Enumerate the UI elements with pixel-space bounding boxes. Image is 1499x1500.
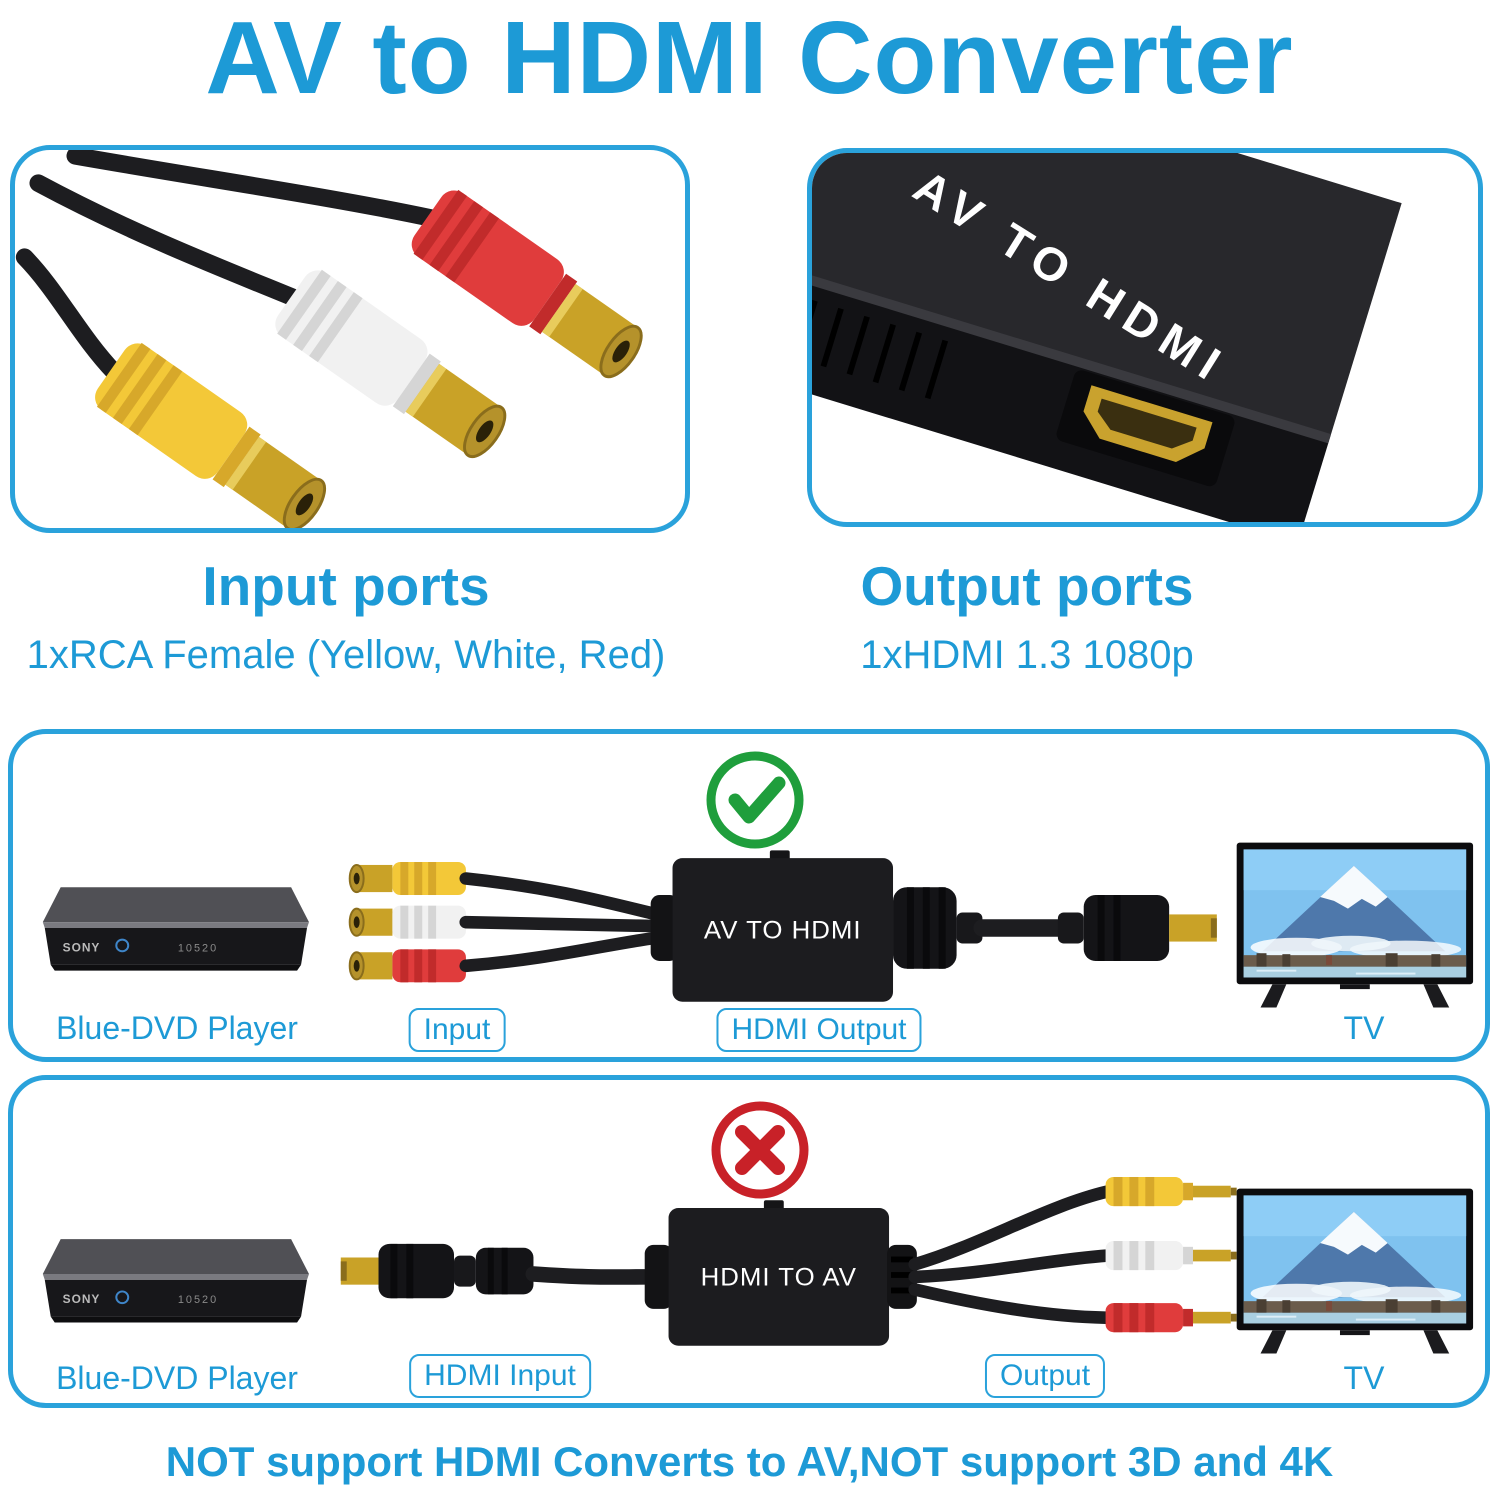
source-device-label: Blue-DVD Player — [56, 1360, 298, 1396]
input-ports-detail: 1xRCA Female (Yellow, White, Red) — [26, 632, 666, 677]
av-cable — [459, 915, 664, 933]
rca-female-white-icon — [275, 269, 507, 459]
rca-female-yellow-icon — [95, 342, 327, 528]
converter-print: HDMI TO AV — [701, 1264, 857, 1292]
av-cable — [459, 872, 664, 921]
strain-relief-rib — [891, 1272, 913, 1278]
hdmi-female-port-icon — [1056, 370, 1235, 487]
tv-icon — [1236, 842, 1474, 1008]
rca-male-red-icon — [1105, 1303, 1237, 1333]
correct-usage-diagram: SONY 10520 — [42, 842, 1474, 1008]
input-port-chip: Input — [408, 1008, 506, 1052]
strain-relief — [644, 1244, 673, 1309]
page-title: AV to HDMI Converter — [205, 0, 1294, 115]
rca-female-yellow-icon — [348, 862, 466, 896]
output-ports-caption: Output ports 1xHDMI 1.3 1080p — [687, 556, 1367, 677]
rca-female-red-icon — [348, 949, 466, 983]
source-device-label: Blue-DVD Player — [56, 1010, 298, 1046]
strain-relief — [650, 895, 679, 961]
wrong-usage-panel: SONY 10520 HDMI TO AV — [8, 1075, 1490, 1408]
output-ports-photo: AV TO HDMI — [807, 148, 1483, 527]
av-cable — [908, 1249, 1115, 1284]
display-device-label: TV — [1343, 1010, 1385, 1046]
input-ports-heading: Input ports — [202, 555, 490, 617]
converter-print: AV TO HDMI — [704, 917, 862, 945]
hdmi-cable — [525, 1266, 657, 1285]
output-port-chip: Output — [984, 1354, 1106, 1398]
converter-box-photo-icon: AV TO HDMI — [812, 153, 1402, 522]
compatibility-note: NOT support HDMI Converts to AV,NOT supp… — [165, 1438, 1334, 1485]
strain-relief-rib — [891, 1256, 913, 1263]
output-ports-heading: Output ports — [860, 555, 1194, 617]
correct-usage-panel: SONY 10520 — [8, 729, 1490, 1062]
converter-av-to-hdmi-icon: AV TO HDMI — [672, 850, 894, 1002]
hdmi-output-port-chip: HDMI Output — [716, 1008, 922, 1052]
av-cable — [908, 1283, 1113, 1324]
av-cable — [459, 931, 664, 973]
rca-male-yellow-icon — [1105, 1176, 1237, 1207]
input-ports-caption: Input ports 1xRCA Female (Yellow, White,… — [10, 556, 682, 677]
input-ports-photo — [10, 145, 690, 533]
rca-female-white-icon — [348, 905, 466, 939]
cross-icon — [711, 1101, 809, 1199]
rca-female-red-icon — [411, 189, 643, 379]
converter-hdmi-to-av-icon: HDMI TO AV — [668, 1200, 890, 1346]
dvd-display-readout: 10520 — [178, 1294, 218, 1306]
dvd-player-icon: SONY 10520 — [42, 887, 309, 971]
output-ports-detail: 1xHDMI 1.3 1080p — [860, 632, 1194, 677]
rca-male-white-icon — [1105, 1241, 1237, 1271]
rca-female-cable-photo-icon — [15, 150, 643, 528]
dvd-player-icon: SONY 10520 — [42, 1239, 309, 1323]
dvd-brand-label: SONY — [63, 941, 101, 954]
av-cable — [908, 1185, 1115, 1271]
hdmi-male-plug-icon — [340, 1243, 534, 1299]
hdmi-input-port-chip: HDMI Input — [409, 1354, 591, 1398]
hdmi-male-plug-icon — [893, 887, 983, 969]
dvd-display-readout: 10520 — [178, 942, 218, 954]
wrong-usage-diagram: SONY 10520 HDMI TO AV — [42, 1176, 1474, 1354]
hdmi-male-plug-icon — [1057, 895, 1217, 961]
check-icon — [706, 751, 804, 849]
display-device-label: TV — [1343, 1360, 1385, 1396]
dvd-brand-label: SONY — [63, 1293, 101, 1306]
strain-relief-rib — [891, 1287, 913, 1294]
tv-icon — [1236, 1188, 1474, 1354]
